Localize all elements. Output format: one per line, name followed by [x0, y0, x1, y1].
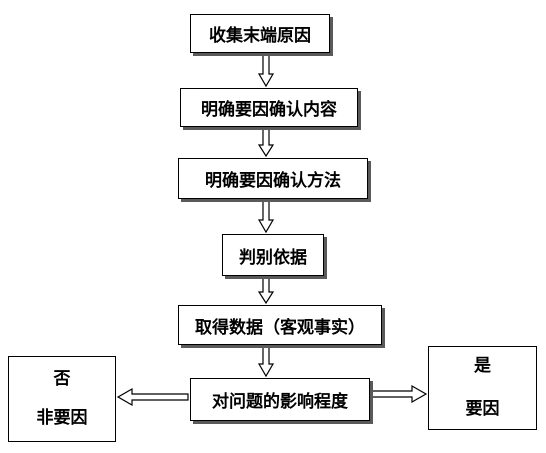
- step-confirm-content: 明确要因确认内容: [180, 88, 358, 127]
- step-label: 对问题的影响程度: [212, 392, 348, 412]
- outcome-answer: 否: [53, 369, 71, 389]
- arrow-down-1: [257, 54, 275, 88]
- arrow-down-4: [257, 277, 275, 305]
- step-criteria: 判别依据: [222, 234, 324, 276]
- arrow-down-3: [257, 200, 275, 234]
- arrow-down-2: [257, 128, 275, 158]
- step-collect-causes: 收集末端原因: [190, 14, 330, 53]
- step-label: 明确要因确认内容: [201, 100, 337, 120]
- step-label: 判别依据: [239, 247, 307, 268]
- outcome-answer: 是: [474, 356, 491, 376]
- step-impact-degree: 对问题的影响程度: [190, 378, 370, 421]
- step-label: 取得数据（客观事实）: [195, 317, 365, 338]
- arrow-left: [116, 387, 189, 407]
- step-confirm-method: 明确要因确认方法: [178, 158, 368, 199]
- arrow-down-5: [257, 346, 275, 378]
- step-obtain-data: 取得数据（客观事实）: [178, 305, 382, 345]
- arrow-right: [371, 384, 428, 404]
- outcome-key-cause: 是 要因: [428, 346, 537, 430]
- outcome-label: 要因: [465, 399, 500, 419]
- step-label: 收集末端原因: [209, 26, 311, 46]
- outcome-not-key-cause: 否 非要因: [8, 356, 116, 442]
- outcome-label: 非要因: [36, 408, 88, 428]
- step-label: 明确要因确认方法: [205, 171, 341, 191]
